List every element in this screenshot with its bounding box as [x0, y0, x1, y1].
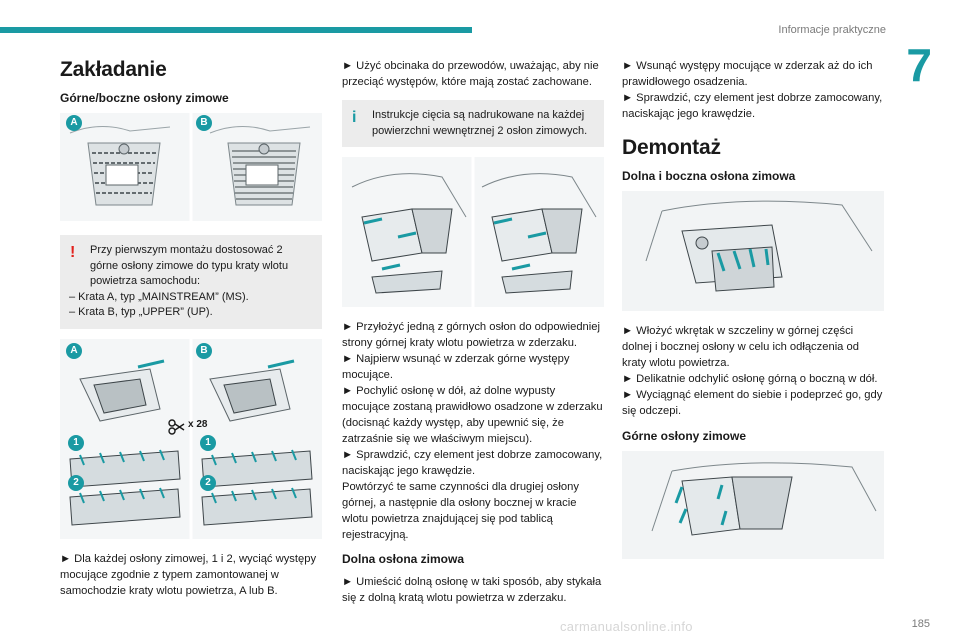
fig-label-a: A	[66, 115, 82, 131]
cut-count-label: x 28	[188, 418, 208, 430]
upper-cover-left	[79, 359, 165, 422]
chapter-number: 7	[906, 39, 932, 91]
scissors-icon	[168, 418, 185, 435]
subtitle-lower-side-cover: Dolna i boczna osłona zimowa	[622, 169, 796, 183]
instruction-repeat: Powtórzyć te same czynności dla drugiej …	[342, 481, 579, 541]
section-title-installation: Zakładanie	[60, 58, 167, 81]
watermark: carmanualsonline.info	[560, 619, 693, 634]
car-front-left	[361, 208, 453, 294]
instruction-insert-screwdriver: ► Włożyć wkrętak w szczeliny w górnej cz…	[622, 325, 859, 369]
warning-line-b: – Krata B, typ „UPPER” (UP).	[69, 306, 213, 318]
subtitle-upper-covers: Górne osłony zimowe	[622, 429, 747, 443]
instruction-apply-cover: ► Przyłożyć jedną z górnych osłon do odp…	[342, 321, 600, 349]
subtitle-lower-cover: Dolna osłona zimowa	[342, 552, 465, 566]
instruction-tilt-down: ► Delikatnie odchylić osłonę górną o boc…	[622, 373, 878, 385]
instruction-check-fit: ► Sprawdzić, czy element jest dobrze zam…	[342, 449, 603, 477]
header-accent-bar	[0, 27, 472, 33]
fig-label-b: B	[196, 115, 212, 131]
fig-label-b-step: B	[196, 342, 212, 359]
instruction-pull-out: ► Wyciągnąć element do siebie i podeprze…	[622, 389, 883, 417]
cover-strips-right	[201, 449, 313, 526]
upper-cover-right	[209, 359, 295, 422]
column-3: ► Wsunąć występy mocujące w zderzak aż d…	[622, 58, 884, 559]
instruction-slide-tabs: ► Wsunąć występy mocujące w zderzak aż d…	[622, 60, 873, 88]
figure-removal-upper	[622, 451, 884, 559]
step-marker-2-right: 2	[200, 474, 216, 491]
figure-fitting-upper-covers	[342, 157, 604, 307]
figure-cutting-tabs: x 28 A B 1 2 1 2	[60, 338, 322, 539]
warning-text: Przy pierwszym montażu dostosować 2 górn…	[90, 244, 289, 287]
step-marker-1-left: 1	[68, 434, 84, 451]
instruction-insert-upper-tabs: ► Najpierw wsunąć w zderzak górne występ…	[342, 353, 570, 381]
info-note: i Instrukcje cięcia są nadrukowane na ka…	[342, 100, 604, 147]
warning-line-a: – Krata A, typ „MAINSTREAM” (MS).	[69, 290, 249, 303]
info-icon: i	[352, 109, 357, 126]
instruction-place-lower-cover: ► Umieścić dolną osłonę w taki sposób, a…	[342, 576, 602, 604]
subtitle-upper-side-covers: Górne/boczne osłony zimowe	[60, 91, 229, 105]
car-front-right	[491, 208, 583, 294]
column-2: ► Użyć obcinaka do przewodów, uważając, …	[342, 58, 604, 606]
warning-note: ! Przy pierwszym montażu dostosować 2 gó…	[60, 235, 322, 329]
fig-label-a-step: A	[66, 342, 82, 359]
instruction-check-fit-2: ► Sprawdzić, czy element jest dobrze zam…	[622, 92, 883, 120]
warning-icon: !	[70, 244, 76, 261]
section-title-removal: Demontaż	[622, 136, 721, 159]
step-marker-1-right: 1	[200, 434, 216, 451]
instruction-use-cutter: ► Użyć obcinaka do przewodów, uważając, …	[342, 60, 599, 88]
page-number: 185	[911, 618, 930, 630]
instruction-cut-tabs: ► Dla każdej osłony zimowej, 1 i 2, wyci…	[60, 552, 317, 597]
step-marker-2-left: 2	[68, 474, 84, 491]
figure-grille-types: A B	[60, 113, 322, 221]
cover-strips-left	[69, 449, 181, 526]
instruction-tilt-cover: ► Pochylić osłonę w dół, aż dolne wypust…	[342, 385, 603, 445]
grille-a-illustration	[87, 142, 161, 206]
info-text: Instrukcje cięcia są nadrukowane na każd…	[372, 109, 588, 137]
grille-b-illustration	[227, 142, 301, 206]
figure-removal-lower	[622, 191, 884, 311]
running-header: Informacje praktyczne	[778, 24, 886, 36]
column-1: Zakładanie Górne/boczne osłony zimowe	[60, 58, 322, 599]
